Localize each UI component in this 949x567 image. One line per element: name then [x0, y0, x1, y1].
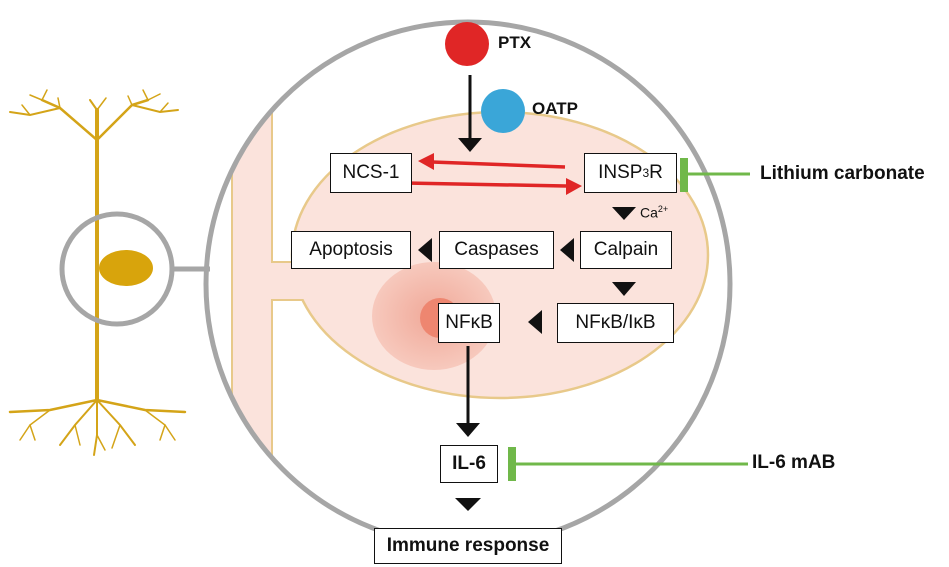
- node-nfkb-ikb: NFκB/IκB: [557, 303, 674, 343]
- lithium-inhibitor-bar: [680, 158, 688, 192]
- node-calpain: Calpain: [580, 231, 672, 269]
- node-nfkb: NFκB: [438, 303, 500, 343]
- arrow-calpain-caspases: [560, 238, 574, 262]
- node-il6: IL-6: [440, 445, 498, 483]
- red-arrow-left-head: [418, 153, 434, 170]
- neuron-illustration: [8, 89, 187, 456]
- il6mab-inhibitor-bar: [508, 447, 516, 481]
- oatp-label: OATP: [532, 99, 578, 118]
- arrow-nfkbikb-nfkb: [528, 310, 542, 334]
- red-arrow-right-head: [566, 178, 582, 195]
- arrow-calpain-nfkbikb: [612, 282, 636, 296]
- neuron-soma: [99, 250, 153, 286]
- node-immune-response: Immune response: [374, 528, 562, 564]
- ptx-molecule: [445, 22, 489, 66]
- ca-arrow: [612, 207, 636, 220]
- node-ncs1: NCS-1: [330, 153, 412, 193]
- node-apoptosis: Apoptosis: [291, 231, 411, 269]
- il6-mab-label: IL-6 mAB: [752, 452, 836, 473]
- arrow-caspases-apoptosis: [418, 238, 432, 262]
- node-caspases: Caspases: [439, 231, 554, 269]
- arrow-head-ptx: [458, 138, 482, 152]
- arrow-nfkb-il6: [456, 423, 480, 437]
- oatp-transporter: [481, 89, 525, 133]
- ptx-label: PTX: [498, 33, 532, 52]
- lithium-carbonate-label: Lithium carbonate: [760, 163, 925, 184]
- arrow-il6-immune: [455, 498, 481, 511]
- ca-ion-label: Ca2+: [640, 204, 669, 221]
